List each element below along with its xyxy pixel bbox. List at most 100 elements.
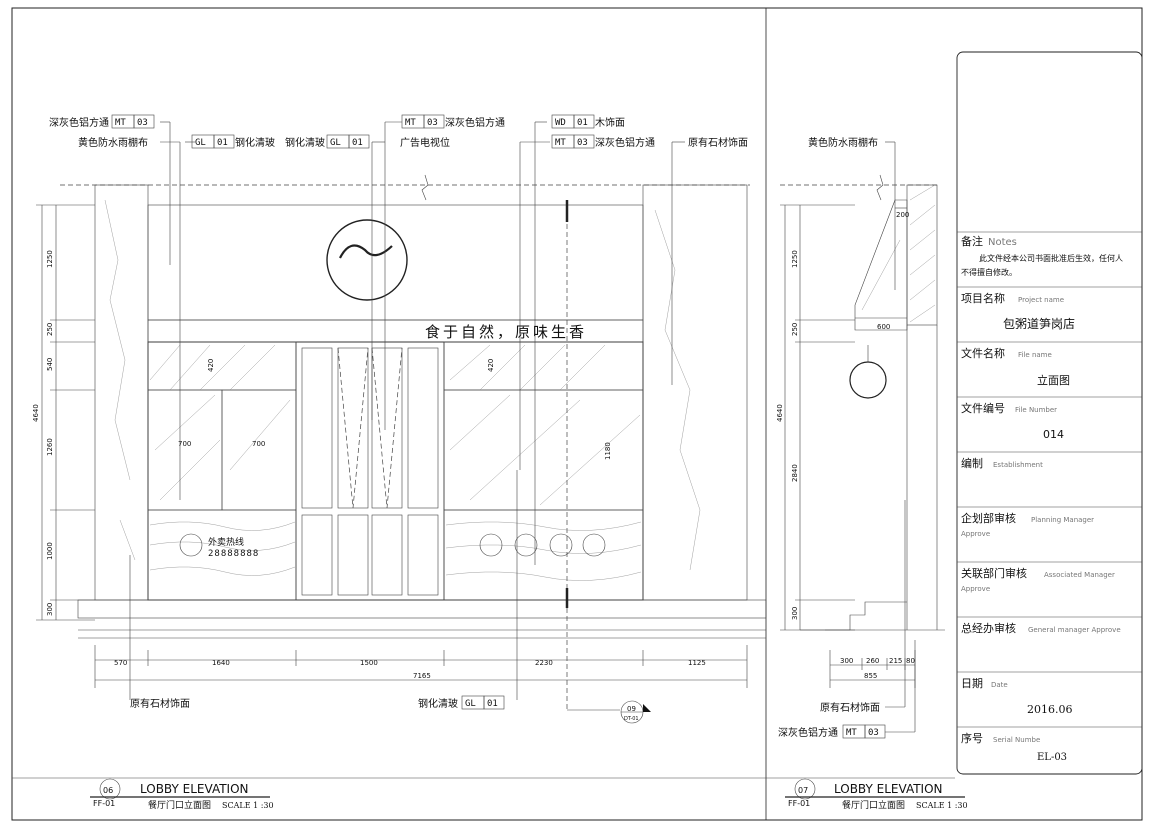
- number-label-cn: 文件编号: [961, 401, 1005, 415]
- title-block: [956, 51, 1143, 775]
- callout-5-tag: MT: [405, 118, 416, 128]
- callout-8-text: 深灰色铝方通: [595, 136, 655, 149]
- gm-label-cn: 总经办审核: [961, 621, 1016, 635]
- date-value: 2016.06: [1027, 703, 1073, 716]
- callout-1-num: 03: [137, 118, 148, 128]
- callout-bottom-1-text: 原有石材饰面: [130, 697, 190, 710]
- canopy-profile: [854, 199, 908, 331]
- date-label-cn: 日期: [961, 677, 983, 690]
- rdim-v-total: 4640: [776, 404, 784, 422]
- notes-text-1: 此文件经本公司书面批准后生效，任何人: [979, 253, 1123, 263]
- food-icon-1: [479, 533, 503, 557]
- rdim-v-1250: 1250: [791, 250, 799, 268]
- break-symbol-top: [421, 174, 429, 201]
- right-view-num: 07: [798, 786, 808, 795]
- dim-700-b: 700: [252, 440, 265, 448]
- rdim-canopy-top: 200: [896, 211, 909, 219]
- notes-text-2: 不得擅自修改。: [961, 267, 1017, 277]
- dim-v-total: 4640: [32, 404, 40, 422]
- right-dim-labels: 1250 250 2840 300 4640 300 260 215 80 85…: [776, 211, 915, 680]
- view-bubble-right: [794, 778, 816, 800]
- right-callout-bottom-2-text: 深灰色铝方通: [778, 726, 838, 739]
- food-icon-2: [514, 533, 538, 557]
- right-callout-bottom-1-text: 原有石材饰面: [820, 701, 880, 714]
- associated-label-cn: 关联部门审核: [961, 566, 1027, 580]
- rdim-v-2840: 2840: [791, 464, 799, 482]
- notes-label-cn: 备注: [961, 234, 983, 248]
- file-label-cn: 文件名称: [961, 346, 1005, 360]
- right-callout-bottom-2-tag: MT: [846, 728, 857, 738]
- stone-wall-right: [642, 184, 748, 601]
- section-marker-num: 09: [627, 705, 636, 713]
- brand-logo: [326, 219, 408, 301]
- planning-label-en-1: Planning Manager: [1031, 516, 1094, 524]
- file-value: 立面图: [1037, 373, 1070, 387]
- dim-h-1640: 1640: [212, 659, 230, 667]
- left-vertical-dim-labels: 1250 250 540 1260 1000 300 4640: [32, 250, 54, 616]
- callout-leaders: [129, 121, 685, 700]
- base-plinth: [77, 599, 767, 619]
- callout-bottom-2-tag: GL: [465, 699, 476, 709]
- right-callout-1-text: 黄色防水雨棚布: [808, 136, 878, 149]
- hotline-number: 28888888: [208, 549, 259, 559]
- rdim-h-total: 855: [864, 672, 877, 680]
- callout-4-num: 01: [352, 138, 363, 148]
- dim-v-540: 540: [46, 358, 54, 371]
- dim-h-1500: 1500: [360, 659, 378, 667]
- dim-1180: 1180: [604, 442, 612, 460]
- project-label-cn: 项目名称: [961, 291, 1005, 305]
- view-bubble-left: [99, 778, 121, 800]
- rdim-h-80: 80: [906, 657, 915, 665]
- callout-6-text: 广告电视位: [400, 136, 450, 149]
- planning-label-cn: 企划部审核: [961, 511, 1016, 525]
- sign-band: [147, 204, 644, 321]
- callout-1-text: 深灰色铝方通: [49, 116, 109, 129]
- dim-v-1260: 1260: [46, 438, 54, 456]
- callout-8-num: 03: [577, 138, 588, 148]
- callout-7-num: 01: [577, 118, 588, 128]
- callout-4-tag: GL: [330, 138, 341, 148]
- associated-label-en-1: Associated Manager: [1044, 571, 1115, 579]
- wood-grain: [149, 521, 642, 581]
- file-label-en: File name: [1018, 351, 1052, 359]
- callout-bottom-2-text: 钢化清玻: [418, 697, 458, 710]
- rdim-v-250: 250: [791, 323, 799, 336]
- left-view-num: 06: [103, 786, 113, 795]
- glass-hatching: [149, 344, 641, 506]
- wood-panel-right: [443, 509, 644, 601]
- establishment-label-en: Establishment: [993, 461, 1043, 469]
- left-view-scale: SCALE 1 :30: [222, 801, 274, 810]
- rdim-h-260: 260: [866, 657, 879, 665]
- notes-label-en: Notes: [988, 237, 1017, 248]
- slogan-text: 食于自然，原味生香: [425, 323, 587, 341]
- serial-value: EL-03: [1037, 752, 1067, 763]
- food-icon-3: [549, 533, 573, 557]
- date-label-en: Date: [991, 681, 1008, 689]
- wall-section: [906, 184, 938, 326]
- dim-h-570: 570: [114, 659, 127, 667]
- serial-label-en: Serial Numbe: [993, 736, 1040, 744]
- callout-3-text: 钢化清玻: [235, 136, 275, 149]
- establishment-label-cn: 编制: [961, 456, 983, 470]
- project-label-en: Project name: [1018, 296, 1064, 304]
- callout-9-text: 原有石材饰面: [688, 136, 748, 149]
- callout-2-text: 黄色防水雨棚布: [78, 136, 148, 149]
- left-view-title-cn: 餐厅门口立面图: [148, 799, 211, 811]
- gm-label-en: General manager Approve: [1028, 626, 1121, 634]
- section-marker-ref: DT-01: [624, 716, 639, 722]
- left-elevation: [36, 121, 767, 711]
- right-view-title-cn: 餐厅门口立面图: [842, 799, 905, 811]
- hotline-label: 外卖热线: [208, 536, 244, 548]
- stone-veins: [104, 199, 701, 571]
- rdim-h-300: 300: [840, 657, 853, 665]
- entry-steps: [825, 601, 907, 631]
- right-callout-bottom-2-num: 03: [868, 728, 879, 738]
- stone-wall-left: [94, 184, 149, 601]
- project-value: 包粥道笋岗店: [1003, 316, 1075, 331]
- dim-v-1250: 1250: [46, 250, 54, 268]
- dim-h-1125: 1125: [688, 659, 706, 667]
- phone-icon: [179, 533, 203, 557]
- callout-1-tag: MT: [115, 118, 126, 128]
